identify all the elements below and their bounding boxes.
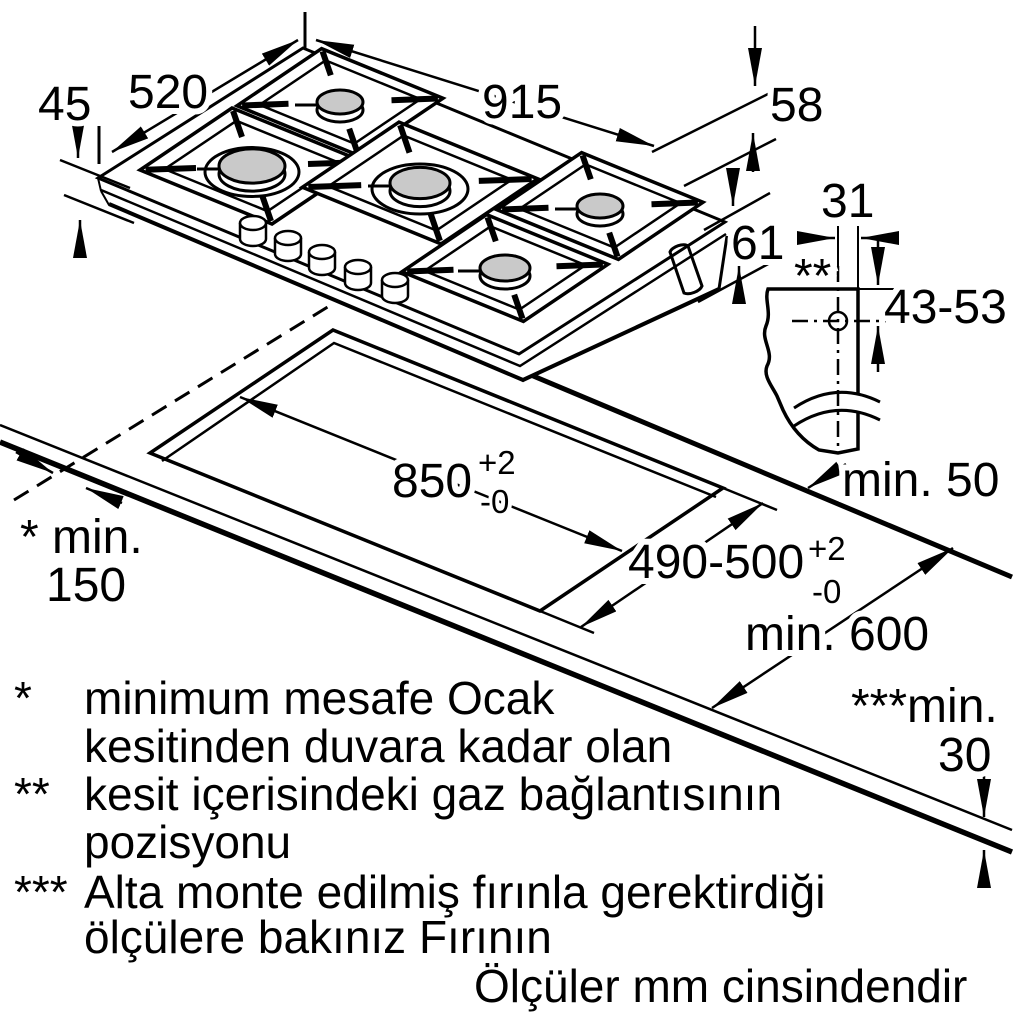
knob-4 [343,258,373,292]
gas-bracket-detail [762,226,894,455]
dim-31: 31 [821,175,874,228]
support-finger [241,100,289,109]
hob-right-face [717,235,729,290]
dimension-labels: 45 520 915 58 61 31 ** 43-53 min. 50 850… [14,60,1013,788]
hob-left-step [97,177,102,192]
dim-min150-label: * min. [20,511,143,564]
dim-line-490-500 [580,501,764,629]
dim-line-850 [239,395,623,553]
dim-850-tol-minus: -0 [480,483,509,520]
footnote-2-line2: pozisyonu [84,816,291,868]
footnotes: * minimum mesafe Ocak kesitinden duvara … [14,672,967,1012]
burner-5 [398,212,612,324]
burner-cap [315,88,365,116]
tick-58-lower [683,137,777,188]
knob-2 [273,229,303,263]
dim-min30-label: ***min. [851,680,998,733]
knob-row [238,214,410,305]
arrow-min150-a [15,448,54,475]
dim-min600: min. 600 [745,608,929,661]
support-finger [484,216,499,243]
support-finger [308,182,362,190]
gas-pipe [668,243,704,296]
arrow-min150-b [85,486,124,510]
knob-top [343,258,373,276]
support-finger [556,261,604,270]
dim-850-tol-plus: +2 [478,444,516,481]
support-finger [606,231,621,258]
knob-top [380,271,410,289]
tick-61-upper [703,191,771,232]
gas-marker-asterisks: ** [794,250,831,303]
cutout-ext-rear [722,486,778,512]
knob-top [238,214,268,232]
gas-connection-point [827,310,849,332]
knob-5 [380,271,410,305]
dim-61: 61 [731,217,784,270]
footnote-3-line2: ölçülere bakınız Fırının [84,911,552,963]
dim-850: 850 [392,455,472,508]
support-finger [579,154,594,181]
units-note: Ölçüler mm cinsindendir [474,960,967,1012]
bracket-break-line-1 [793,390,881,410]
dim-43-53: 43-53 [884,281,1007,334]
knob-top [273,229,303,247]
dim-line-520 [111,38,299,154]
bracket-break-line-2 [793,408,881,428]
support-finger [391,95,439,104]
burner-4 [493,150,707,262]
tick-58-upper [651,81,791,154]
worktop-front-edge-top [0,423,1013,832]
cutout-ext-front [539,609,595,635]
dim-915: 915 [482,76,562,129]
dim-line-min600 [711,546,954,710]
dim-min150-value: 150 [46,559,126,612]
dim-520: 520 [128,66,208,119]
dim-490-500: 490-500 [628,536,804,589]
support-finger [406,266,454,275]
footnote-2-marker: ** [14,768,50,820]
burner-cap [575,192,625,220]
dim-min50: min. 50 [842,454,999,507]
dim-58: 58 [770,79,823,132]
support-finger [511,293,526,320]
burner-cap [478,253,532,283]
support-finger [259,194,274,223]
tick-45-upper [59,158,131,190]
hob-glass-bottom-edge [100,188,727,368]
dim-min30-value: 30 [938,729,991,782]
dim-490-tol-plus: +2 [808,530,846,567]
worktop-front-edge-bottom [0,439,1014,855]
support-finger [501,204,549,213]
footnote-1-line1: minimum mesafe Ocak [84,672,555,724]
arrow-min50 [807,461,847,490]
burner-cap [388,165,452,201]
burner-cap [217,147,287,185]
knob-3 [307,243,337,277]
hob-left-step2 [100,190,110,206]
dimension-lines [15,12,991,888]
hob-body-bottom-edge [108,202,720,383]
wall-dashed-line [13,290,353,502]
dim-45: 45 [38,78,91,131]
tick-45-lower [63,193,135,225]
footnote-2-line1: kesit içerisindeki gaz bağlantısının [84,768,782,820]
support-finger [427,212,443,242]
bracket-outline [762,287,860,455]
footnote-3-line1: Alta monte edilmiş fırınla gerektirdiği [84,866,825,918]
knob-1 [238,214,268,248]
dim-line-915 [315,38,655,148]
support-finger [145,165,197,173]
footnote-3-marker: *** [14,866,68,918]
burner-3 [298,120,542,246]
footnote-1-marker: * [14,672,32,724]
footnote-1-line2: kesitinden duvara kadar olan [84,720,672,772]
dim-490-tol-minus: -0 [812,573,841,610]
knob-top [307,243,337,261]
support-finger [478,176,532,184]
support-finger [651,199,699,208]
